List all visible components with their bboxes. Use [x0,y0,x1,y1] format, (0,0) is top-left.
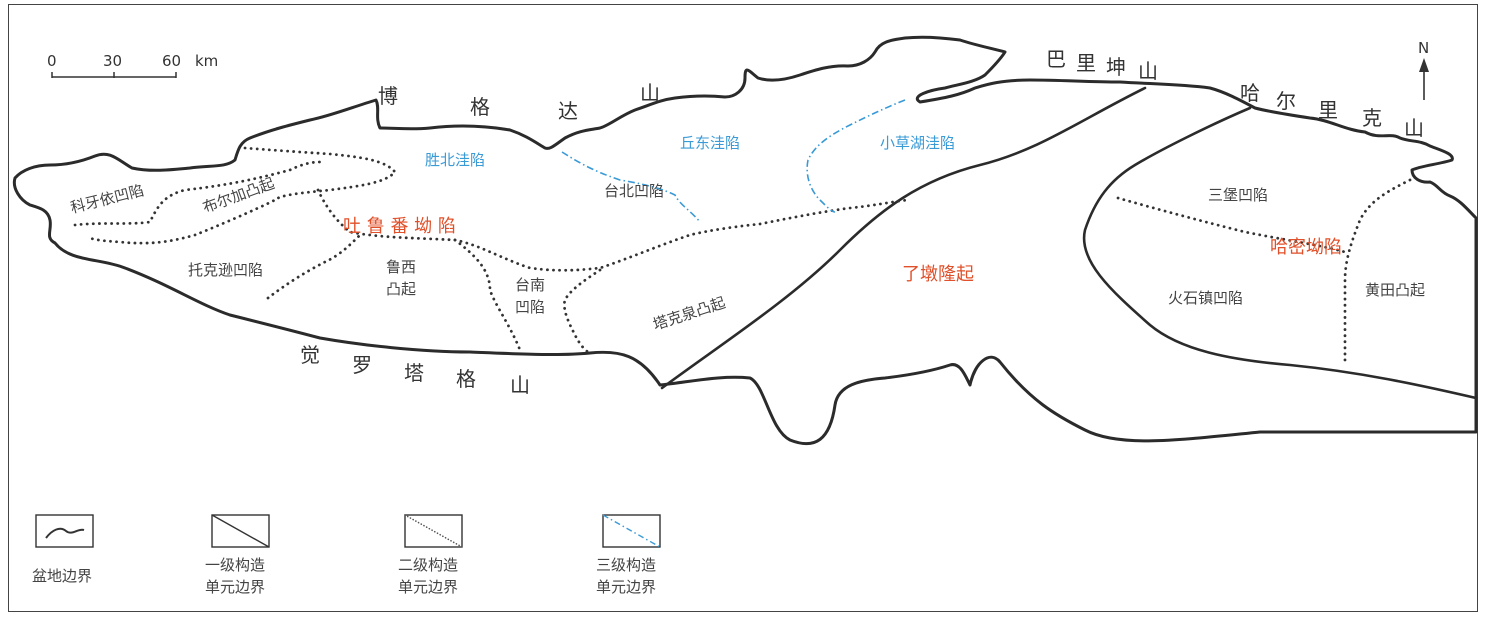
north-label: N [1418,39,1429,57]
scale-tick-30: 30 [103,52,122,70]
unit-turpan-depression: 吐 鲁 番 坳 陷 [343,216,456,237]
legend-label-tertiary-line-2: 单元边界 [596,578,656,596]
mountain-haerlike: 哈 尔 里 克 山 [1240,81,1424,140]
unit-qiudong-sag: 丘东洼陷 [680,134,740,152]
unit-huangtian-uplift: 黄田凸起 [1365,281,1425,299]
mountain-jueluotage-char-2: 罗 [352,353,372,377]
legend: 盆地边界 一级构造 单元边界 二级构造 单元边界 三级构造 单元边界 [32,514,661,596]
mountain-balikun-char-2: 里 [1076,51,1096,75]
mountain-balikun-char-1: 巴 [1046,47,1066,71]
legend-item-primary-boundary: 一级构造 单元边界 [205,514,270,596]
legend-label-secondary-line-2: 单元边界 [398,578,458,596]
secondary-boundary-4 [266,233,362,300]
scale-unit: km [195,52,218,70]
legend-label-secondary-line-1: 二级构造 [398,556,458,574]
mountain-jueluotage-char-5: 山 [510,373,530,397]
legend-item-tertiary-boundary: 三级构造 单元边界 [596,514,661,596]
mountain-bogeda-char-1: 博 [378,84,398,108]
secondary-boundary-8 [1343,178,1412,362]
primary-boundary-liaodun-west [660,86,1147,390]
unit-tainan-sag-line-1: 台南 [515,276,545,294]
mountain-haerlike-char-2: 尔 [1276,89,1296,113]
unit-liaodun-uplift: 了墩隆起 [902,264,974,285]
legend-label-primary-line-1: 一级构造 [205,556,265,574]
secondary-boundary-1 [73,160,322,227]
secondary-boundary-3 [316,188,912,272]
scale-bar: 0 30 60 km [47,52,218,78]
mountain-balikun-char-4: 山 [1138,59,1158,83]
mountain-haerlike-char-1: 哈 [1240,81,1260,105]
mountain-jueluotage-char-1: 觉 [300,343,320,367]
mountain-jueluotage-char-3: 塔 [404,361,424,385]
legend-label-primary-line-2: 单元边界 [205,578,265,596]
primary-boundary-hami-north [1082,106,1478,400]
mountain-jueluotage: 觉 罗 塔 格 山 [300,343,530,397]
legend-label-basin-boundary: 盆地边界 [32,567,92,585]
mountain-haerlike-char-4: 克 [1362,106,1382,130]
mountain-jueluotage-char-4: 格 [456,367,476,391]
secondary-boundary-2 [88,146,397,245]
unit-shengbei-sag: 胜北洼陷 [425,151,485,169]
mountain-bogeda: 博 格 达 山 [378,81,660,123]
mountain-haerlike-char-5: 山 [1404,116,1424,140]
unit-hami-depression: 哈密坳陷 [1270,237,1342,258]
scale-tick-0: 0 [47,52,57,70]
unit-huoshizhen-sag: 火石镇凹陷 [1168,289,1243,307]
scale-tick-60: 60 [162,52,181,70]
unit-taibei-sag: 台北凹陷 [604,182,664,200]
unit-tainan-sag-line-2: 凹陷 [515,298,545,316]
mountain-bogeda-char-4: 山 [640,81,660,105]
mountain-haerlike-char-3: 里 [1318,98,1338,122]
basin-boundary [12,35,1478,446]
secondary-boundary-6 [562,268,602,354]
mountain-bogeda-char-2: 格 [470,95,490,119]
mountain-balikun: 巴 里 坤 山 [1046,47,1158,83]
unit-luxi-uplift-line-2: 凸起 [386,280,416,298]
north-arrow-icon: N [1418,39,1429,100]
unit-takequan-uplift: 塔克泉凸起 [651,294,728,334]
unit-keyayi-sag: 科牙依凹陷 [69,181,146,217]
mountain-bogeda-char-3: 达 [558,99,578,123]
unit-xiaocaohu-sag: 小草湖洼陷 [880,134,955,152]
unit-buerjia-uplift: 布尔加凸起 [200,174,277,217]
legend-label-tertiary-line-1: 三级构造 [596,556,656,574]
legend-item-secondary-boundary: 二级构造 单元边界 [398,514,463,596]
unit-sanpu-sag: 三堡凹陷 [1208,186,1268,204]
unit-tuokexun-sag: 托克逊凹陷 [188,261,263,279]
tertiary-boundary-xiaocaohu [806,99,906,213]
unit-luxi-uplift-line-1: 鲁西 [386,258,416,276]
legend-item-basin-boundary: 盆地边界 [32,514,94,585]
secondary-boundary-5 [453,238,522,352]
mountain-balikun-char-3: 坤 [1106,55,1126,79]
